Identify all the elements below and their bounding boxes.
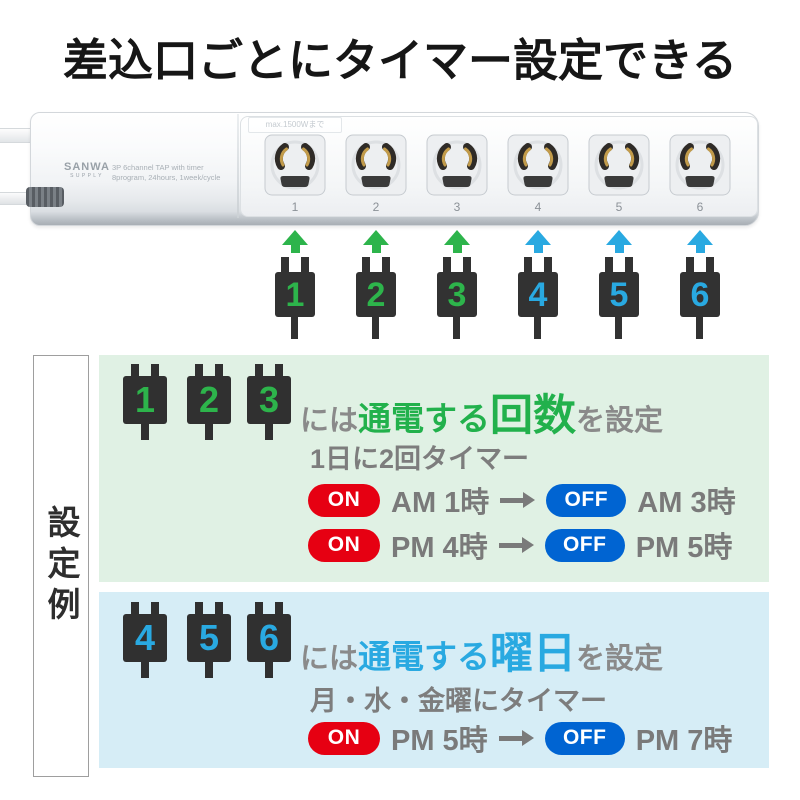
mini-plug-icon-3: 3 — [247, 364, 291, 444]
panel-seam — [237, 114, 239, 218]
on-badge: ON — [308, 528, 380, 562]
header-prefix: には — [300, 405, 359, 437]
setting-example-box: 設定例 — [33, 355, 89, 777]
mini-plug-icon-2: 2 — [187, 364, 231, 444]
header-suffix: を設定 — [576, 405, 664, 437]
mini-plug-icon-4: 4 — [123, 602, 167, 682]
mini-plug-icon-5: 5 — [187, 602, 231, 682]
weekday-section-header: には通電する曜日を設定 — [300, 619, 663, 681]
count-section-subtitle: 1日に2回タイマー — [310, 444, 530, 474]
outlet-number-6: 6 — [696, 200, 704, 214]
header-accent: 通電する — [358, 638, 491, 675]
off-time: PM 5時 — [635, 532, 733, 564]
header-accent-big: 曜日 — [490, 630, 577, 678]
product-description: 3P 6channel TAP with timer 8program, 24h… — [112, 163, 220, 182]
outlet-number-5: 5 — [615, 200, 623, 214]
off-time: AM 3時 — [637, 487, 736, 519]
up-arrow-icon-3 — [444, 230, 470, 253]
up-arrow-icon-6 — [687, 230, 713, 253]
brand-logo: SANWA SUPPLY — [64, 161, 110, 180]
outlet-socket-2-icon — [345, 134, 407, 196]
outlet-socket-1-icon — [264, 134, 326, 196]
outlet-number-2: 2 — [372, 200, 380, 214]
header-suffix: を設定 — [576, 643, 664, 675]
outlet-socket-5-icon — [588, 134, 650, 196]
product-description-line1: 3P 6channel TAP with timer — [112, 163, 204, 172]
up-arrow-icon-5 — [606, 230, 632, 253]
outlet-socket-6-icon — [669, 134, 731, 196]
product-description-line2: 8program, 24hours, 1week/cycle — [112, 172, 221, 182]
outlet-number-4: 4 — [534, 200, 542, 214]
off-badge: OFF — [544, 721, 625, 755]
setting-example-label: 設定例 — [43, 504, 80, 628]
off-badge: OFF — [546, 483, 627, 517]
plug-icon-5: 5 — [599, 257, 639, 341]
header-accent-big: 回数 — [490, 392, 577, 440]
off-badge: OFF — [544, 528, 625, 562]
header-accent: 通電する — [358, 400, 491, 437]
on-badge: ON — [308, 721, 380, 755]
cord-strain-relief — [26, 187, 64, 207]
rating-label: max.1500Wまで — [248, 117, 342, 133]
plug-icon-4: 4 — [518, 257, 558, 341]
on-time: PM 5時 — [391, 725, 488, 757]
outlet-socket-4-icon — [507, 134, 569, 196]
up-arrow-icon-4 — [525, 230, 551, 253]
header-prefix: には — [300, 643, 359, 675]
on-badge: ON — [308, 483, 380, 517]
on-time: AM 1時 — [391, 487, 490, 519]
up-arrow-icon-2 — [363, 230, 389, 253]
timer-row: ON AM 1時 OFF AM 3時 — [308, 483, 736, 519]
weekday-section-subtitle: 月・水・金曜にタイマー — [310, 686, 607, 716]
arrow-right-icon — [500, 492, 536, 508]
outlet-socket-3-icon — [426, 134, 488, 196]
outlet-number-3: 3 — [453, 200, 461, 214]
plug-icon-6: 6 — [680, 257, 720, 341]
outlet-number-1: 1 — [291, 200, 299, 214]
plug-icon-3: 3 — [437, 257, 477, 341]
timer-row: ON PM 5時 OFF PM 7時 — [308, 721, 732, 757]
off-time: PM 7時 — [635, 725, 733, 757]
mini-plug-icon-1: 1 — [123, 364, 167, 444]
plug-icon-2: 2 — [356, 257, 396, 341]
brand-subname: SUPPLY — [70, 173, 104, 179]
mini-plug-icon-6: 6 — [247, 602, 291, 682]
timer-row: ON PM 4時 OFF PM 5時 — [308, 528, 732, 564]
brand-name: SANWA — [64, 161, 110, 173]
up-arrow-icon-1 — [282, 230, 308, 253]
on-time: PM 4時 — [391, 532, 488, 564]
arrow-right-icon — [498, 537, 534, 553]
plug-icon-1: 1 — [275, 257, 315, 341]
arrow-right-icon — [498, 730, 534, 746]
count-section-header: には通電する回数を設定 — [300, 381, 663, 443]
page-title: 差込口ごとにタイマー設定できる — [62, 35, 738, 86]
